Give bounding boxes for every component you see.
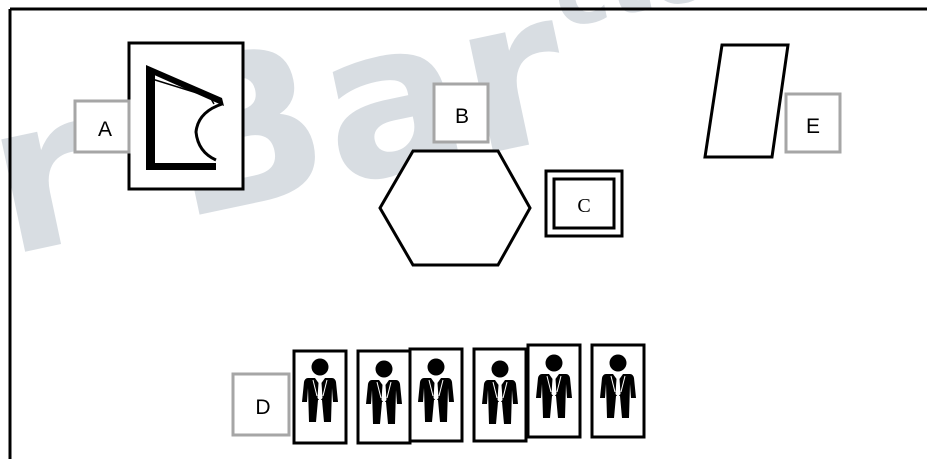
label-a: A xyxy=(73,99,131,154)
person-figure-1 xyxy=(292,349,348,445)
label-b-text: B xyxy=(455,105,469,128)
object-a xyxy=(127,41,245,191)
label-a-text: A xyxy=(98,118,112,141)
label-d: D xyxy=(231,372,291,437)
label-c-text: C xyxy=(577,195,590,217)
label-b: B xyxy=(432,82,490,144)
hexagon-shape xyxy=(378,149,532,267)
object-c: C xyxy=(544,169,624,238)
label-d-text: D xyxy=(255,396,270,419)
figure-group-d xyxy=(292,343,646,445)
person-figure-2 xyxy=(356,349,412,445)
parallelogram-shape xyxy=(703,43,790,159)
label-e-text: E xyxy=(806,115,820,138)
watermark-tail: cto xyxy=(544,0,721,50)
person-figure-3 xyxy=(408,347,464,443)
person-figure-4 xyxy=(472,347,528,443)
object-a-icon xyxy=(146,65,224,170)
person-figure-5 xyxy=(526,343,582,439)
person-figure-6 xyxy=(590,343,646,439)
label-e: E xyxy=(784,92,842,154)
